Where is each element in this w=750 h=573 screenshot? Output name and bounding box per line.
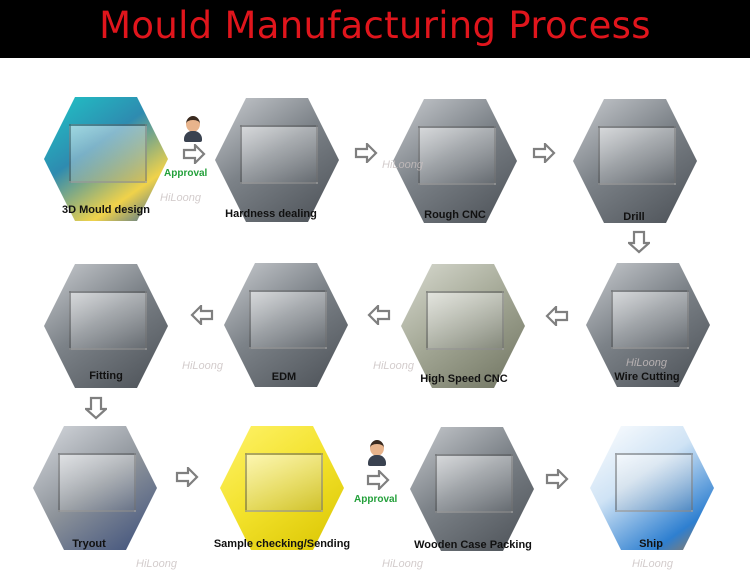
person-icon (182, 116, 204, 142)
arrow-right-icon (182, 144, 206, 164)
arrow-down-icon (628, 230, 650, 254)
step-edm (224, 263, 348, 387)
arrow-right-icon (532, 143, 556, 163)
step-image (401, 264, 525, 388)
watermark: HiLoong (626, 357, 667, 369)
step-hardness-dealing (215, 98, 339, 222)
arrow-left-icon (190, 305, 214, 325)
watermark: HiLoong (382, 558, 423, 570)
approval-label: Approval (164, 168, 207, 179)
step-image (215, 98, 339, 222)
step-image (44, 97, 168, 221)
step-label: Tryout (4, 538, 174, 550)
watermark: HiLoong (632, 558, 673, 570)
watermark: HiLoong (382, 159, 423, 171)
step-image (590, 426, 714, 550)
step-label: 3D Mould design (21, 204, 191, 216)
step-image (410, 427, 534, 551)
step-3d-mould-design (44, 97, 168, 221)
watermark: HiLoong (136, 558, 177, 570)
step-label: Sample checking/Sending (197, 538, 367, 550)
arrow-right-icon (366, 470, 390, 490)
arrow-right-icon (545, 469, 569, 489)
step-image (224, 263, 348, 387)
step-high-speed-cnc (401, 264, 525, 388)
arrow-down-icon (85, 396, 107, 420)
step-label: Wire Cutting (562, 371, 732, 383)
step-tryout (33, 426, 157, 550)
step-label: Hardness dealing (186, 208, 356, 220)
step-label: Ship (566, 538, 736, 550)
step-ship (590, 426, 714, 550)
step-label: High Speed CNC (379, 373, 549, 385)
title-banner: Mould Manufacturing Process (0, 0, 750, 58)
watermark: HiLoong (160, 192, 201, 204)
step-drill (573, 99, 697, 223)
arrow-left-icon (545, 306, 569, 326)
arrow-left-icon (367, 305, 391, 325)
step-wooden-case-packing (410, 427, 534, 551)
approval-label: Approval (354, 494, 397, 505)
step-sample-checking (220, 426, 344, 550)
arrow-right-icon (354, 143, 378, 163)
step-label: Wooden Case Packing (388, 539, 558, 551)
step-image (573, 99, 697, 223)
step-label: EDM (199, 371, 369, 383)
watermark: HiLoong (373, 360, 414, 372)
arrow-right-icon (175, 467, 199, 487)
person-icon (366, 440, 388, 466)
watermark: HiLoong (182, 360, 223, 372)
step-label: Fitting (21, 370, 191, 382)
step-label: Rough CNC (370, 209, 540, 221)
page-title: Mould Manufacturing Process (0, 4, 750, 47)
step-image (220, 426, 344, 550)
step-label: Drill (549, 211, 719, 223)
step-image (33, 426, 157, 550)
